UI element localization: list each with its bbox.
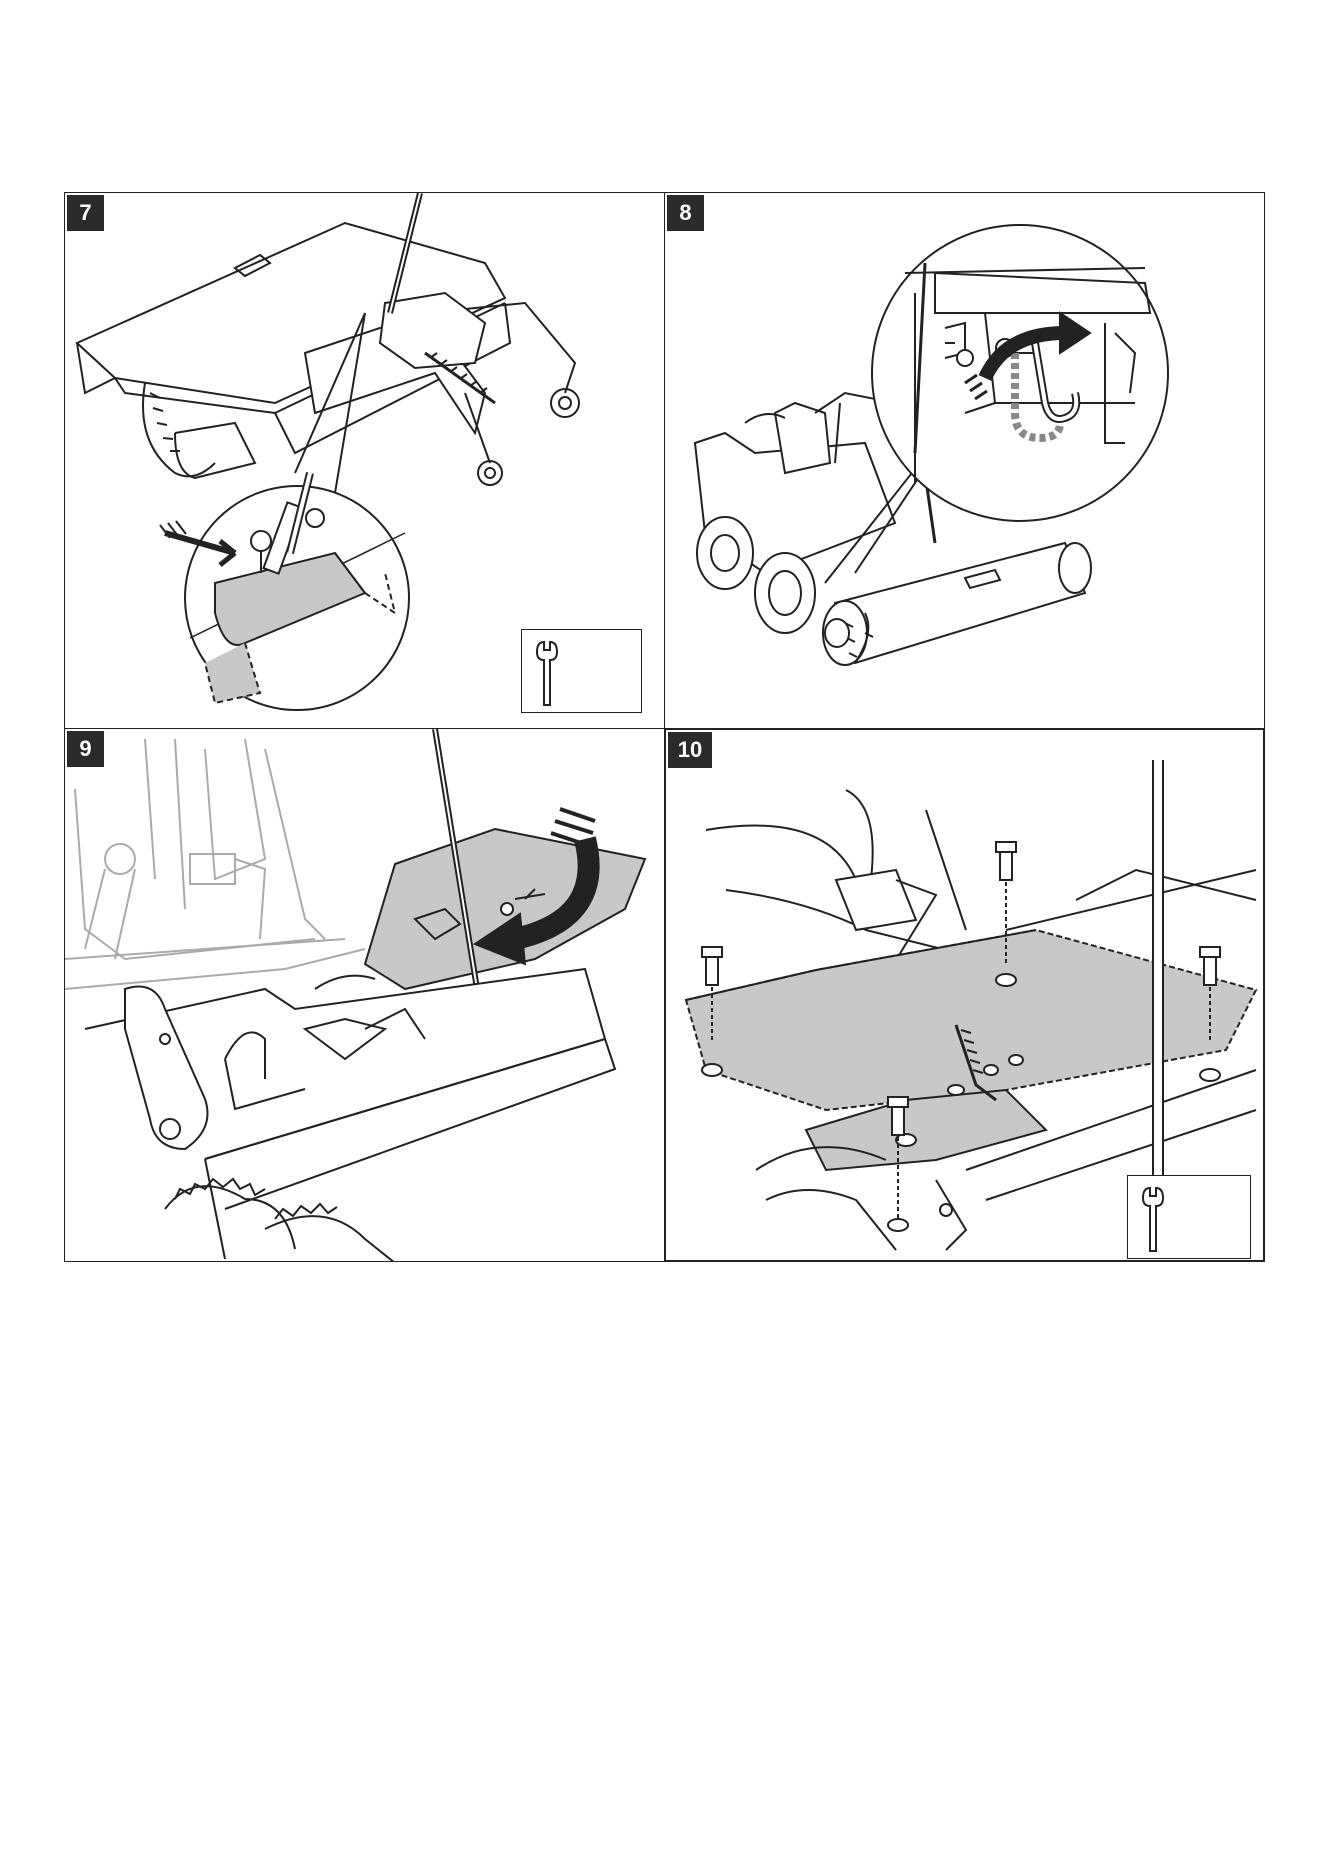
panel-step-7: 7	[64, 192, 665, 729]
panel-step-8: 8	[664, 192, 1265, 729]
wrench-icon	[522, 630, 640, 710]
panel-step-10: 10	[664, 728, 1265, 1262]
panel-step-9: 9	[64, 728, 665, 1262]
step-number-badge: 10	[668, 732, 712, 768]
step-number-badge: 9	[67, 731, 104, 767]
step-number-badge: 7	[67, 195, 104, 231]
wrench-tool-box	[1127, 1175, 1251, 1259]
step-number-badge: 8	[667, 195, 704, 231]
wrench-icon	[1128, 1176, 1248, 1256]
wrench-tool-box	[521, 629, 642, 713]
tractor-hitch-illustration	[665, 193, 1265, 729]
cover-plate-folding-illustration	[65, 729, 665, 1262]
